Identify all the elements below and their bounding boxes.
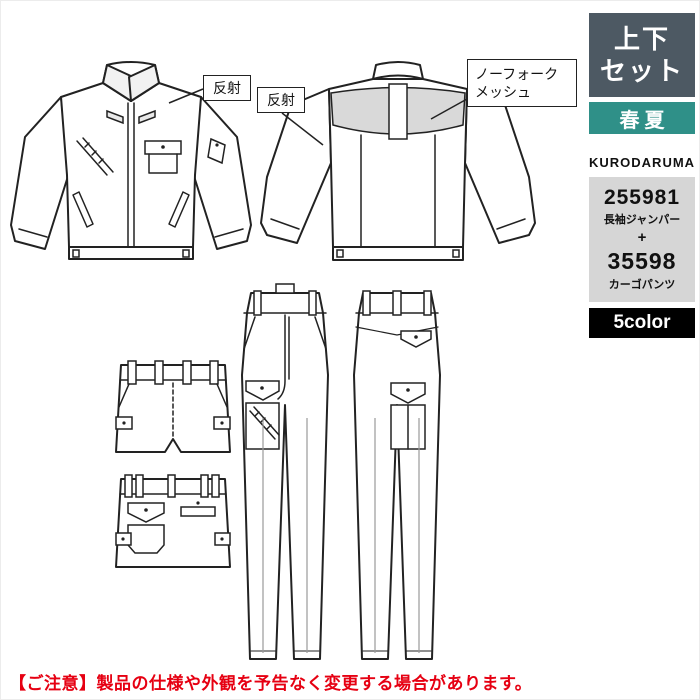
product-info-panel: 上下 セット 春夏 KURODARUMA 255981 長袖ジャンパー + 35… xyxy=(589,13,695,338)
jacket-back-right-sleeve xyxy=(464,88,536,244)
callout-norfolk-line2: メッシュ xyxy=(475,84,531,100)
pants-product-code: 35598 xyxy=(607,248,677,274)
back-cargo-pocket-flap xyxy=(390,382,426,404)
jacket-front-body xyxy=(60,82,202,248)
callout-reflective-1: 反射 xyxy=(203,75,251,101)
plus-sign: + xyxy=(637,229,647,246)
product-codes-box: 255981 長袖ジャンパー + 35598 カーゴパンツ xyxy=(589,177,695,302)
callout-reflective-2: 反射 xyxy=(257,87,305,113)
jacket-product-name: 長袖ジャンパー xyxy=(603,214,681,226)
pants-back-illustration xyxy=(353,290,441,660)
callout-norfolk-line1: ノーフォーク xyxy=(475,65,559,82)
jacket-product-code: 255981 xyxy=(603,186,681,209)
waist-back-welt-pocket xyxy=(180,506,216,517)
waist-back-detail-illustration xyxy=(115,474,231,568)
back-center-panel xyxy=(388,83,408,140)
jacket-front-left-sleeve xyxy=(10,96,70,250)
notice-text: 【ご注意】製品の仕様や外観を予告なく変更する場合があります。 xyxy=(9,674,533,693)
jacket-front-right-sleeve xyxy=(192,96,252,250)
reflective-tape-left xyxy=(106,109,124,125)
jacket-back-waistband xyxy=(332,246,464,261)
pants-product-name: カーゴパンツ xyxy=(608,279,676,291)
waist-front-detail-illustration xyxy=(115,360,231,453)
jacket-back-collar xyxy=(372,61,424,80)
sleeve-pen-pocket xyxy=(207,137,226,165)
set-badge-line1: 上下 xyxy=(613,23,670,54)
cargo-pocket-flap xyxy=(245,380,280,401)
set-badge: 上下 セット xyxy=(589,13,695,97)
jacket-front-right-lapel xyxy=(128,64,160,102)
set-badge-line2: セット xyxy=(599,56,684,86)
pants-front-illustration xyxy=(241,283,329,660)
waist-back-pocket-body xyxy=(127,524,165,554)
jacket-front-illustration xyxy=(10,61,252,260)
brand-name: KURODARUMA xyxy=(589,155,696,170)
jacket-front-waistband xyxy=(68,246,194,260)
season-badge: 春夏 xyxy=(589,102,695,134)
hip-pocket-flap xyxy=(400,330,432,348)
reflective-tape-right xyxy=(138,109,156,125)
color-count-badge: 5color xyxy=(589,308,695,338)
callout-norfolk-mesh: ノーフォーク メッシュ xyxy=(467,59,577,107)
waist-back-flap-pocket xyxy=(127,502,165,523)
pants-back-silhouette xyxy=(353,292,441,660)
